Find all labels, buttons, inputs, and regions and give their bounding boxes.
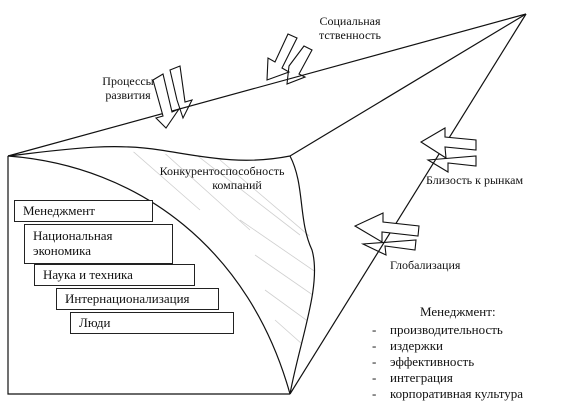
label-social-line1: Социальная [319, 14, 381, 28]
label-competitiveness-line1: Конкурентоспособность [159, 164, 285, 178]
step-people: Люди [70, 312, 234, 334]
legend-item-text: производительность [390, 322, 503, 337]
label-processes-line2: развития [105, 88, 151, 102]
arrow-processes [152, 65, 194, 129]
label-processes: Процессы развития [93, 74, 163, 102]
front-panel-outline [7, 156, 290, 395]
label-social-line2: тственность [318, 28, 382, 42]
step-national-economy: Национальная экономика [24, 224, 173, 264]
arrow-social [266, 33, 313, 85]
label-social: Социальная тственность [310, 14, 390, 42]
panel-side-curve [289, 155, 316, 395]
wedge-body [7, 13, 527, 395]
panel-hatching [119, 150, 316, 361]
arrow-markets [419, 127, 477, 173]
legend-item-text: издержки [390, 338, 443, 353]
bottom-edge [289, 13, 527, 395]
bullet-dash: - [372, 338, 377, 353]
legend-item: -корпоративная культура [372, 386, 523, 402]
legend-item-text: эффективность [390, 354, 475, 369]
bullet-dash: - [372, 386, 377, 401]
legend-title: Менеджмент: [420, 304, 496, 319]
top-edge [7, 13, 527, 157]
label-processes-line1: Процессы [102, 74, 154, 88]
ridge-edge [289, 13, 527, 157]
legend-item-text: интеграция [390, 370, 453, 385]
label-markets: Близость к рынкам [426, 173, 524, 187]
label-competitiveness-line2: компаний [212, 178, 262, 192]
step-internationalization: Интернационализация [56, 288, 219, 310]
arrow-globalization [353, 212, 420, 256]
label-competitiveness: Конкурентоспособность компаний [152, 164, 292, 192]
legend-item: -производительность [372, 322, 503, 338]
legend-item: -эффективность [372, 354, 474, 370]
bullet-dash: - [372, 370, 377, 385]
quarter-arc [7, 155, 291, 395]
step-management: Менеджмент [14, 200, 153, 222]
legend-item: -интеграция [372, 370, 453, 386]
panel-top-curve [7, 146, 291, 161]
bullet-dash: - [372, 354, 377, 369]
step-science: Наука и техника [34, 264, 195, 286]
bullet-dash: - [372, 322, 377, 337]
legend-item: -издержки [372, 338, 443, 354]
label-globalization: Глобализация [390, 258, 461, 272]
legend-item-text: корпоративная культура [390, 386, 524, 401]
